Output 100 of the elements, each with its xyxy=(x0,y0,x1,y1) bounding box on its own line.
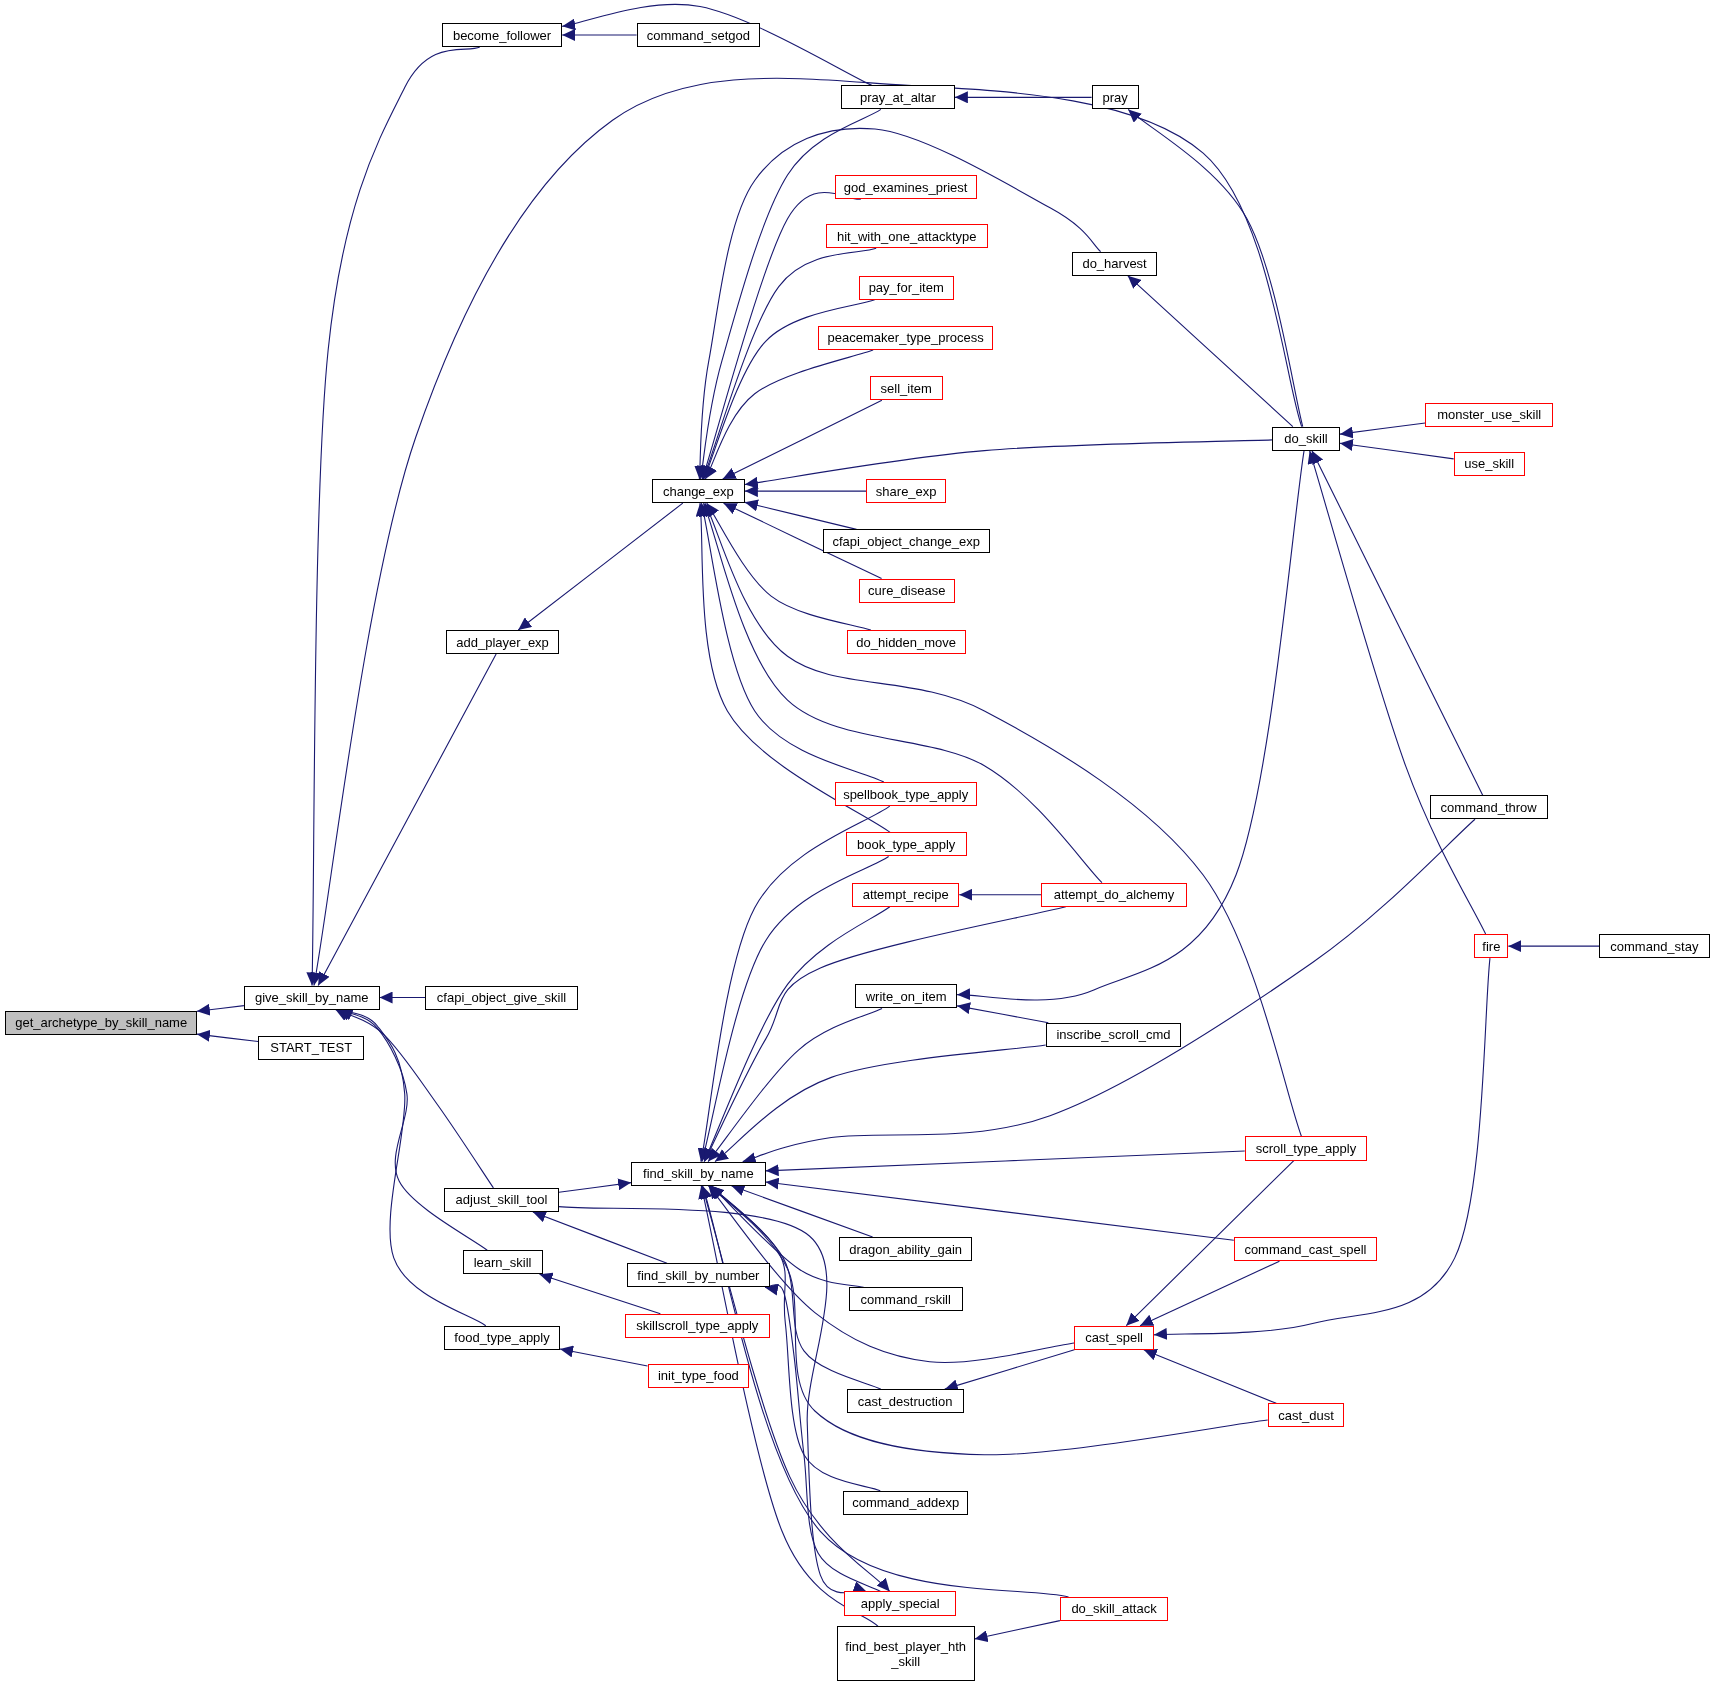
function-box: sell_item xyxy=(869,376,943,401)
function-box: hit_with_one_attacktype xyxy=(825,224,988,249)
call-arrow xyxy=(196,1029,259,1043)
call-arrow xyxy=(954,91,1093,104)
call-arrow xyxy=(722,399,883,480)
call-arrow xyxy=(742,818,1476,1164)
function-box: adjust_skill_tool xyxy=(444,1187,559,1212)
function-box: cfapi_object_give_skill xyxy=(425,985,578,1010)
function-box: cast_dust xyxy=(1267,1403,1345,1428)
call-arrow xyxy=(1153,957,1491,1341)
call-arrow xyxy=(707,1185,1075,1364)
call-arrow xyxy=(956,450,1305,1001)
function-box: command_throw xyxy=(1429,795,1548,820)
call-arrow xyxy=(699,855,890,1163)
function-box: command_cast_spell xyxy=(1233,1237,1378,1262)
function-box: get_archetype_by_skill_name xyxy=(5,1010,197,1035)
function-box: command_addexp xyxy=(843,1490,968,1515)
call-arrow xyxy=(1125,1159,1295,1327)
function-box: give_skill_by_name xyxy=(243,985,380,1010)
function-box: find_skill_by_name xyxy=(631,1161,766,1186)
call-arrow xyxy=(723,502,883,580)
function-box: inscribe_scroll_cmd xyxy=(1045,1022,1182,1047)
call-arrow xyxy=(1143,1349,1277,1404)
function-box: init_type_food xyxy=(647,1363,750,1388)
function-box: learn_skill xyxy=(462,1250,543,1275)
call-arrow xyxy=(1339,439,1455,460)
call-arrow xyxy=(695,502,891,833)
call-arrow xyxy=(744,485,867,498)
function-box: find_best_player_hth _skill xyxy=(836,1626,975,1682)
call-arrow xyxy=(697,805,891,1163)
call-arrow xyxy=(558,1206,867,1596)
call-arrow xyxy=(561,29,638,41)
function-box: do_hidden_move xyxy=(846,630,966,655)
function-box: apply_special xyxy=(844,1591,956,1616)
function-box: cfapi_object_change_exp xyxy=(822,529,990,554)
call-arrow xyxy=(317,653,497,987)
function-box: spellbook_type_apply xyxy=(834,782,977,807)
function-box: food_type_apply xyxy=(444,1325,560,1350)
function-box: cure_disease xyxy=(858,578,955,603)
call-arrow xyxy=(704,502,1302,1137)
call-arrow xyxy=(1127,275,1294,428)
call-arrow xyxy=(1307,450,1487,935)
function-box: scroll_type_apply xyxy=(1244,1136,1368,1161)
function-box: book_type_apply xyxy=(845,832,967,857)
function-box: dragon_ability_gain xyxy=(838,1237,973,1262)
call-arrow xyxy=(517,502,684,631)
call-arrow xyxy=(702,502,1103,884)
function-box: START_TEST xyxy=(258,1035,365,1060)
call-arrow xyxy=(310,77,1303,987)
function-box: do_skill xyxy=(1272,426,1340,451)
function-box: god_examines_priest xyxy=(834,175,977,200)
function-box: peacemaker_type_process xyxy=(818,325,994,350)
call-arrow xyxy=(306,46,481,987)
call-arrow xyxy=(701,247,877,480)
call-arrow xyxy=(765,1177,1235,1241)
function-box: fire xyxy=(1474,934,1509,959)
function-box: do_skill_attack xyxy=(1059,1596,1169,1621)
call-arrow xyxy=(1311,450,1484,796)
function-box: attempt_do_alchemy xyxy=(1041,882,1187,907)
function-box: share_exp xyxy=(866,479,947,504)
function-box: skillscroll_type_apply xyxy=(624,1313,770,1338)
call-arrow xyxy=(958,888,1042,901)
call-arrow xyxy=(956,1002,1049,1024)
function-box: pray xyxy=(1091,85,1139,110)
function-box: cast_destruction xyxy=(846,1389,964,1414)
call-arrow xyxy=(765,1150,1246,1177)
call-arrow xyxy=(1127,108,1304,428)
call-arrow xyxy=(698,502,885,783)
function-box: pay_for_item xyxy=(858,275,954,300)
call-arrow xyxy=(707,1007,883,1163)
function-box: find_skill_by_number xyxy=(626,1263,770,1288)
call-arrow xyxy=(561,3,873,86)
call-arrow xyxy=(706,502,872,631)
function-box: use_skill xyxy=(1453,451,1525,476)
call-arrow xyxy=(1507,940,1600,953)
call-arrow xyxy=(1139,1260,1280,1327)
function-box: attempt_recipe xyxy=(852,882,960,907)
call-arrow xyxy=(744,439,1273,489)
function-box: monster_use_skill xyxy=(1425,402,1554,427)
function-box: command_stay xyxy=(1599,934,1710,959)
call-arrow xyxy=(704,349,874,480)
function-box: do_harvest xyxy=(1071,251,1158,276)
function-box: command_setgod xyxy=(636,22,761,48)
call-arrow xyxy=(558,1178,632,1193)
function-box: add_player_exp xyxy=(446,630,559,655)
call-arrow xyxy=(334,1009,494,1189)
function-box: pray_at_altar xyxy=(841,85,955,110)
call-arrow xyxy=(379,991,427,1004)
function-box: write_on_item xyxy=(855,984,958,1009)
call-arrow xyxy=(730,1184,874,1238)
call-arrow xyxy=(974,1620,1061,1643)
function-box: cast_spell xyxy=(1074,1325,1154,1350)
call-arrow xyxy=(196,1003,245,1016)
call-arrow xyxy=(696,108,882,480)
function-box: become_follower xyxy=(441,22,563,48)
call-arrow xyxy=(532,1211,668,1264)
call-arrow xyxy=(694,127,1102,480)
function-box: command_rskill xyxy=(848,1287,963,1312)
function-box: change_exp xyxy=(651,479,745,504)
call-arrow xyxy=(714,1044,1047,1163)
